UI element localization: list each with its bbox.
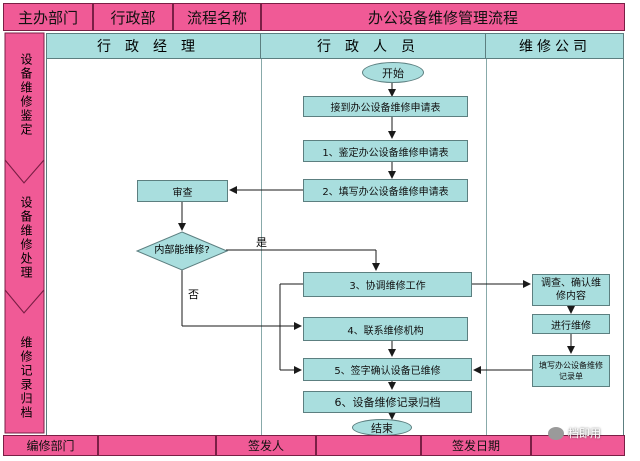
- lane-divider-1: [261, 59, 262, 435]
- swimlane-area: [46, 59, 624, 435]
- lane-divider-2: [486, 59, 487, 435]
- decision-label: 内部能维修?: [154, 245, 210, 256]
- no-label: 否: [188, 288, 199, 301]
- step2-box: 2、填写办公设备维修申请表: [303, 179, 468, 202]
- step5-box: 5、签字确认设备已维修: [303, 358, 472, 381]
- watermark-text: 档即用: [568, 427, 601, 440]
- dept-value: 行政部: [93, 3, 173, 31]
- wechat-icon: [548, 426, 564, 440]
- watermark: 档即用: [548, 424, 636, 442]
- footer-signer-label: 签发人: [216, 435, 316, 456]
- repair-box: 进行维修: [532, 314, 610, 334]
- survey-box: 调查、确认维修内容: [532, 274, 610, 306]
- footer-editor-value: [98, 435, 216, 456]
- receive-request-box: 接到办公设备维修申请表: [303, 96, 468, 117]
- stage-archive: 维修记录归档: [19, 336, 33, 420]
- record-form-box: 填写办公设备维修记录单: [532, 355, 610, 387]
- footer-date-label: 签发日期: [421, 435, 531, 456]
- footer-signer-value: [316, 435, 421, 456]
- dept-label: 主办部门: [3, 3, 93, 31]
- step6-box: 6、设备维修记录归档: [303, 391, 472, 413]
- stage-handling: 设备维修处理: [19, 196, 33, 280]
- step1-box: 1、鉴定办公设备维修申请表: [303, 140, 468, 162]
- column-header-band: [46, 33, 624, 59]
- step4-box: 4、联系维修机构: [303, 317, 468, 341]
- footer-date-value: [531, 435, 625, 456]
- review-box: 审查: [137, 180, 228, 202]
- start-node: 开始: [362, 62, 424, 83]
- process-label: 流程名称: [173, 3, 261, 31]
- step3-box: 3、协调维修工作: [303, 272, 472, 297]
- column-header-manager: 行政经理: [46, 33, 261, 59]
- process-title: 办公设备维修管理流程: [261, 3, 625, 31]
- yes-label: 是: [256, 236, 267, 249]
- column-header-staff: 行政人员: [261, 33, 486, 59]
- end-node: 结束: [352, 419, 412, 436]
- footer-editor-label: 编修部门: [3, 435, 98, 456]
- stage-appraisal: 设备维修鉴定: [19, 53, 33, 137]
- column-header-vendor: 维修公司: [519, 39, 591, 55]
